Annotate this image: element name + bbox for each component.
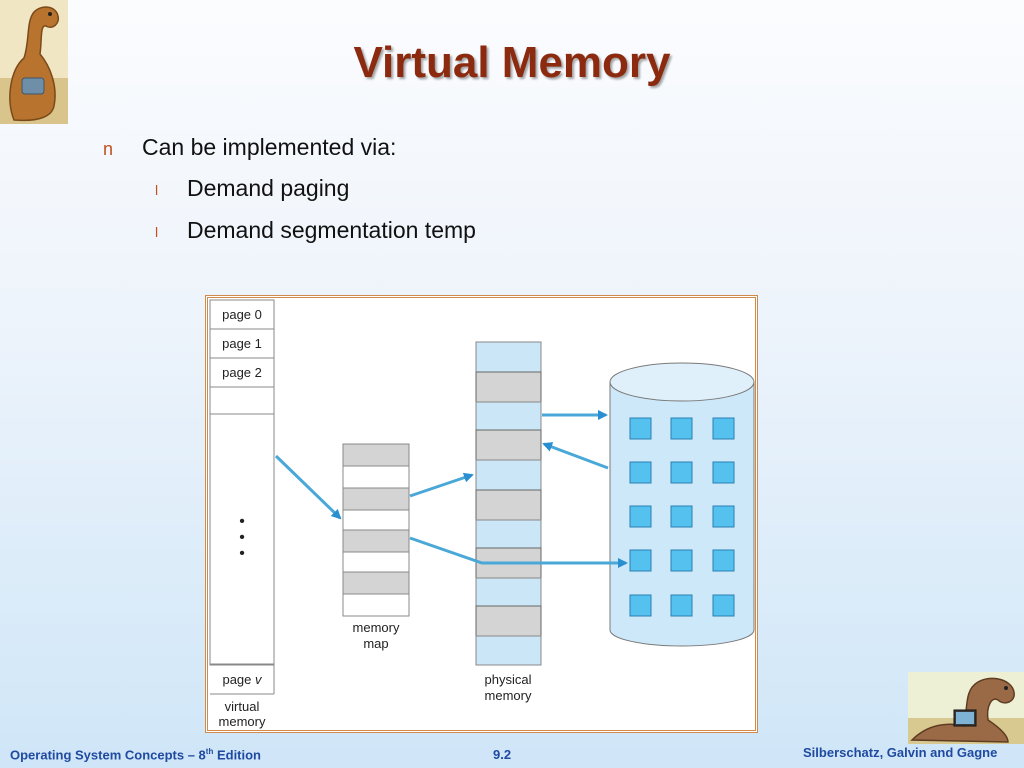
arrow-map-to-physical [409,472,474,498]
sub-bullet-text: Demand segmentation temp [187,217,476,243]
sub-bullet-text: Demand paging [187,175,350,201]
arrow-disk-to-physical [542,442,609,470]
memory-map: memory map [342,443,410,651]
bullet-text: Can be implemented via: [142,134,397,160]
bullet-marker: n [103,139,114,159]
memory-map-label: memory [353,620,400,635]
physical-memory: physical memory [475,341,542,703]
arrow-map-to-disk [409,536,628,568]
virtual-memory-label: memory [219,714,266,729]
physical-memory-label: memory [485,688,532,703]
virtual-page-label: page 1 [222,336,262,351]
slide-title: Virtual Memory [353,38,671,87]
virtual-page-last-label: page v [222,672,263,687]
physical-memory-label: physical [485,672,532,687]
virtual-page-label: page 2 [222,365,262,380]
memory-map-label: map [363,636,388,651]
mapping-arrows [274,410,628,568]
ellipsis-dot: • [239,513,245,530]
footer-book-title: Operating System Concepts – 8th Edition [10,747,262,763]
ellipsis-dot: • [239,545,245,562]
disk-cylinder [609,362,755,647]
ellipsis-dot: • [239,529,245,546]
dinosaur-logo-bottom-right [908,672,1024,744]
virtual-page-label: page 0 [222,307,262,322]
virtual-memory-diagram: page 0 page 1 page 2 • • • page v virtua… [205,295,758,733]
dinosaur-logo-top-left [0,0,68,124]
sub-bullet-marker: l [155,182,159,198]
sub-bullet-marker: l [155,224,159,240]
arrow-virtual-to-map [274,454,342,520]
virtual-memory-column: page 0 page 1 page 2 • • • page v virtua… [209,299,275,729]
footer-page-number: 9.2 [493,747,512,762]
footer-authors: Silberschatz, Galvin and Gagne [803,745,998,760]
virtual-memory-label: virtual [225,699,260,714]
